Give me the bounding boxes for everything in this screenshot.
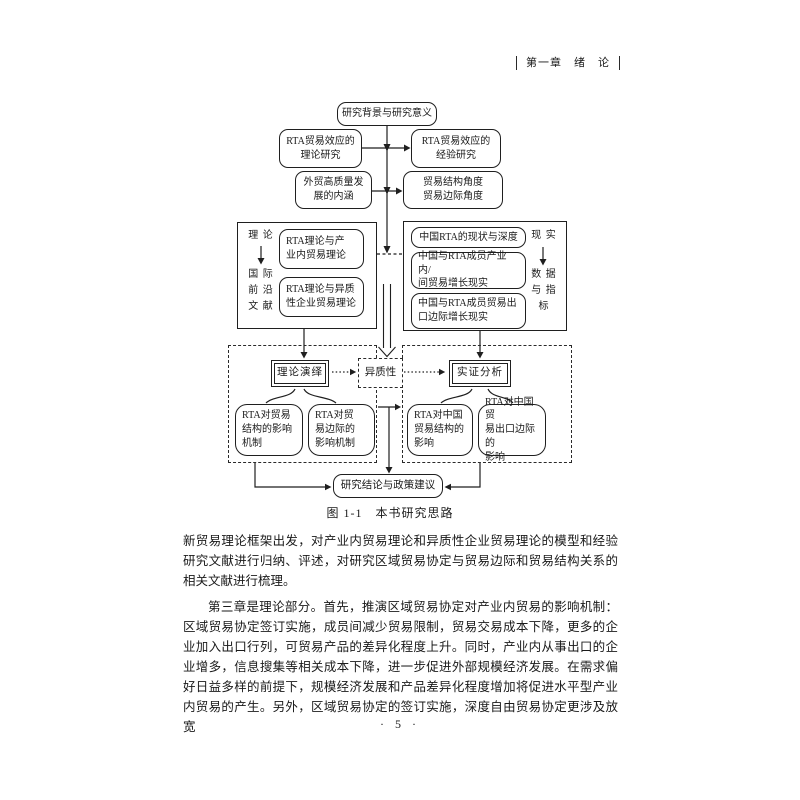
node-china-rta-iit-growth: 中国与RTA成员产业内/ 间贸易增长现实 (411, 251, 526, 289)
node-heterogeneity: 异质性 (358, 358, 403, 388)
branch-h-left (265, 388, 296, 404)
node-conclusion: 研究结论与政策建议 (333, 474, 443, 498)
node-research-background: 研究背景与研究意义 (337, 102, 437, 126)
node-china-rta-margin-growth: 中国与RTA成员贸易出 口边际增长现实 (411, 293, 526, 329)
node-rta-empirical-research: RTA贸易效应的 经验研究 (411, 129, 501, 168)
right-return (451, 463, 481, 488)
left-return (254, 463, 325, 488)
theory-deduction-panel (228, 345, 377, 463)
chapter-header: 第一章 绪 论 (0, 54, 620, 70)
page-number: · 5 · (380, 717, 420, 731)
node-empirical-analysis: 实证分析 (449, 360, 511, 387)
hollow-arrow (378, 284, 396, 358)
node-theory-deduction: 理论演绎 (271, 360, 329, 387)
label-intl-literature: 国 际 前 沿 文 献 (248, 269, 274, 312)
figure-caption: 图 1-1 本书研究思路 (326, 506, 454, 520)
empirical-analysis-panel (402, 345, 572, 463)
label-theory: 理 论 (248, 230, 274, 241)
node-trade-angles: 贸易结构角度 贸易边际角度 (403, 171, 503, 209)
label-reality: 现 实 (531, 230, 557, 241)
branch-h-right (303, 388, 337, 404)
chapter-title: 第一章 绪 论 (516, 56, 620, 70)
arrowheads (257, 144, 547, 491)
node-impact-margin: RTA对中国贸 易出口边际的 影响 (478, 397, 546, 463)
body-text: 新贸易理论框架出发，对产业内贸易理论和异质性企业贸易理论的模型和经验研究文献进行… (183, 531, 618, 737)
node-rta-heterogeneous-theory: RTA理论与异质 性企业贸易理论 (279, 277, 364, 317)
node-china-rta-status: 中国RTA的现状与深度 (411, 227, 526, 248)
node-mechanism-structure: RTA对贸易 结构的影响 机制 (235, 404, 303, 456)
node-rta-theory-research: RTA贸易效应的 理论研究 (279, 129, 362, 168)
paragraph-1: 新贸易理论框架出发，对产业内贸易理论和异质性企业贸易理论的模型和经验研究文献进行… (183, 534, 618, 588)
label-data-indicators: 数 据 与 指 标 (531, 269, 557, 312)
node-rta-iit-theory: RTA理论与产 业内贸易理论 (279, 229, 364, 269)
node-hq-trade-meaning: 外贸高质量发 展的内涵 (295, 171, 372, 209)
node-impact-structure: RTA对中国 贸易结构的 影响 (407, 404, 473, 456)
branch-j-left (440, 388, 473, 404)
paragraph-2: 第三章是理论部分。首先，推演区域贸易协定对产业内贸易的影响机制：区域贸易协定签订… (183, 600, 618, 734)
node-mechanism-margin: RTA对贸 易边际的 影响机制 (308, 404, 375, 456)
branch-j-right (487, 388, 514, 404)
